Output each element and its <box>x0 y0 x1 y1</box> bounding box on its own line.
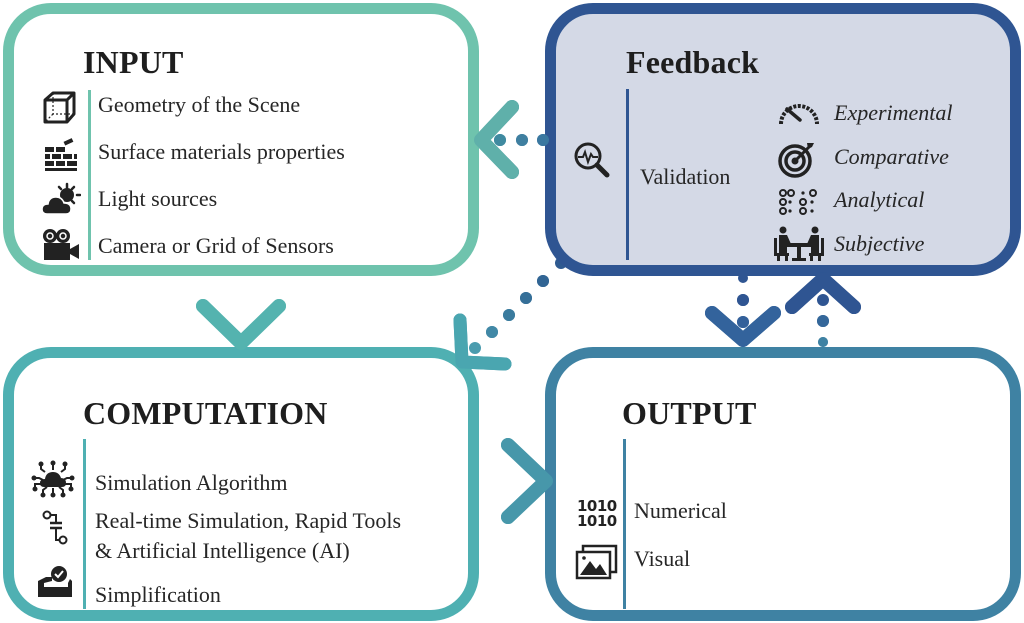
binary-row-1: 1010 <box>577 497 617 515</box>
dot <box>818 337 828 347</box>
dots-grid-icon <box>779 189 817 215</box>
dot <box>516 134 528 146</box>
dot <box>737 294 749 306</box>
feedback-title: Feedback <box>626 44 760 80</box>
feedback-validation-label: Validation <box>640 164 731 189</box>
images-icon <box>575 544 618 580</box>
arrowhead-down-output <box>705 306 781 347</box>
dot <box>494 134 506 146</box>
cube-icon <box>43 91 76 124</box>
target-icon <box>778 143 814 178</box>
feedback-item-experimental: Experimental <box>834 100 953 125</box>
input-title: INPUT <box>83 44 184 80</box>
arrow-feedback-to-output <box>705 273 781 347</box>
input-item-geometry: Geometry of the Scene <box>98 92 301 117</box>
dot <box>503 309 515 321</box>
arrow-output-to-feedback <box>785 272 861 347</box>
arrow-computation-to-output <box>476 438 553 524</box>
meeting-icon <box>774 226 824 261</box>
arrowhead-up-feedback <box>785 272 861 314</box>
movie-camera-icon <box>43 229 79 260</box>
computation-item-simplification: Simplification <box>95 582 221 607</box>
input-box: INPUT Geometry of the Scene Surface mate… <box>3 3 479 276</box>
feedback-item-analytical: Analytical <box>834 187 925 212</box>
arrowhead-down-computation <box>196 299 286 350</box>
input-divider <box>88 90 91 260</box>
output-item-numerical: Numerical <box>634 498 727 523</box>
cloud-circuit-icon <box>31 460 75 498</box>
dot <box>520 292 532 304</box>
computation-divider <box>83 439 86 609</box>
arrow-feedback-to-input <box>474 100 549 179</box>
arrowhead-left-input <box>474 100 519 179</box>
dot <box>537 275 549 287</box>
output-item-visual: Visual <box>634 546 691 571</box>
dot <box>817 315 829 327</box>
feedback-box: Feedback Validation Experimental Compara… <box>545 3 1021 276</box>
computation-item-realtime-line1: Real-time Simulation, Rapid Tools <box>95 508 402 533</box>
feedback-divider <box>626 89 629 260</box>
computation-box: COMPUTATION Simulation Algorithm Real-ti… <box>3 347 479 621</box>
output-box: OUTPUT 1010 1010 Numerical Visual <box>545 347 1021 621</box>
feedback-item-subjective: Subjective <box>834 231 925 256</box>
input-item-surface: Surface materials properties <box>98 139 345 164</box>
binary-row-2: 1010 <box>577 512 617 530</box>
computation-item-algorithm: Simulation Algorithm <box>95 470 288 495</box>
output-divider <box>623 439 626 609</box>
binary-icon: 1010 1010 <box>577 497 617 530</box>
gauge-icon <box>779 104 819 125</box>
arrowhead-diag-computation <box>453 313 512 371</box>
computation-title: COMPUTATION <box>83 395 328 431</box>
computation-item-realtime-line2: & Artificial Intelligence (AI) <box>95 538 350 563</box>
dot <box>737 316 749 328</box>
input-item-camera: Camera or Grid of Sensors <box>98 233 334 258</box>
workflow-icon <box>42 510 68 545</box>
input-item-light: Light sources <box>98 186 218 211</box>
brick-wall-icon <box>45 138 77 171</box>
dot <box>486 326 498 338</box>
sun-cloud-icon <box>41 182 81 215</box>
feedback-item-comparative: Comparative <box>834 144 949 169</box>
arrow-input-to-computation <box>196 272 286 350</box>
tray-check-icon <box>38 566 72 597</box>
magnifier-pulse-icon <box>574 142 610 178</box>
output-title: OUTPUT <box>622 395 757 431</box>
arrow-feedback-to-computation <box>453 257 567 371</box>
arrowhead-right-output <box>501 438 553 524</box>
